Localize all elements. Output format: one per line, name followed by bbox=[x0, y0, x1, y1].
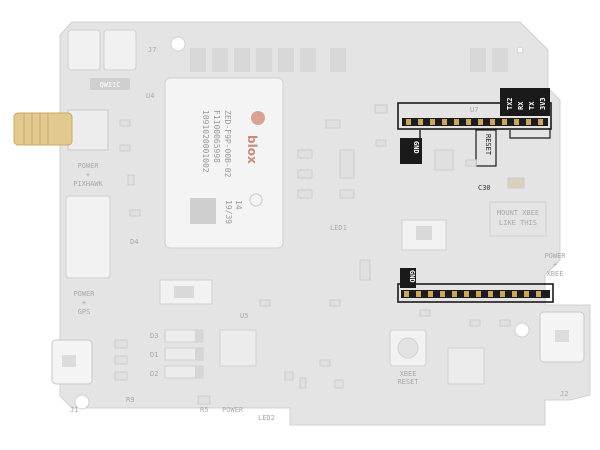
power-gps-label: POWER+GPS bbox=[73, 290, 95, 316]
datamatrix-code bbox=[190, 198, 216, 224]
label-u5: U5 bbox=[240, 312, 248, 320]
header-label-tx: TX bbox=[528, 101, 536, 110]
module-brand: blox bbox=[245, 135, 259, 164]
sma-connector bbox=[13, 112, 73, 146]
bottom-gnd-block bbox=[400, 268, 416, 288]
label-j7: J7 bbox=[148, 46, 156, 54]
reset-label: RESET bbox=[484, 134, 492, 156]
jst-connector bbox=[65, 195, 111, 279]
label-d1: D1 bbox=[150, 351, 158, 359]
mount-hole-tr bbox=[516, 46, 524, 54]
label-j1: J1 bbox=[70, 406, 78, 414]
module-lot: 1091020001002 bbox=[201, 110, 210, 173]
top-header-label-block bbox=[500, 88, 550, 116]
reset-outline bbox=[475, 129, 497, 167]
top-gnd-label: GND bbox=[412, 141, 420, 154]
bottom-header-outline bbox=[397, 283, 554, 303]
label-led2: LED2 bbox=[258, 414, 275, 422]
mount-hole-br bbox=[514, 322, 530, 338]
power-pixhawk-label: POWER+PIXHAWK bbox=[73, 162, 103, 188]
label-r5: R5 bbox=[200, 406, 208, 414]
label-u4: U4 bbox=[146, 92, 154, 100]
header-label-3v3: 3V3 bbox=[539, 97, 547, 110]
bottom-header: GND bbox=[397, 268, 554, 303]
mount-hole-bl bbox=[74, 394, 90, 410]
bottom-gnd-label: GND bbox=[408, 270, 416, 283]
module-code: 14 bbox=[234, 200, 243, 210]
top-header: 3V3 TX RX TX2 GND RESET bbox=[397, 88, 552, 167]
label-d4: D4 bbox=[130, 238, 138, 246]
module-code-2: 19/39 bbox=[224, 200, 233, 224]
top-header-outline bbox=[397, 102, 552, 130]
module-serial: F1100065998 bbox=[212, 110, 221, 163]
qwiic-label-box bbox=[90, 78, 130, 90]
sma-connector-base bbox=[67, 109, 109, 151]
header-label-tx2: TX2 bbox=[506, 97, 514, 110]
label-led1: LED1 bbox=[330, 224, 347, 232]
header-label-rx: RX bbox=[517, 101, 525, 110]
qwiic-label: QWIIC bbox=[99, 81, 120, 89]
label-d3: D3 bbox=[150, 332, 158, 340]
label-c30: C30 bbox=[478, 184, 491, 192]
qwiic-connector-2 bbox=[103, 29, 137, 71]
label-power-led: POWER bbox=[222, 406, 244, 414]
label-u7: U7 bbox=[470, 106, 478, 114]
module-model: ZED-F9P-00B-02 bbox=[223, 110, 232, 178]
chip-u6 bbox=[447, 347, 485, 385]
top-gnd-block bbox=[400, 138, 422, 164]
chip-u5 bbox=[219, 329, 257, 367]
label-j2: J2 bbox=[560, 390, 568, 398]
qwiic-connector-1 bbox=[67, 29, 101, 71]
small-components bbox=[114, 104, 525, 405]
ublox-logo-icon bbox=[251, 111, 265, 125]
label-r9: R9 bbox=[126, 396, 134, 404]
mount-xbee-box bbox=[489, 201, 547, 237]
power-xbee-label: POWER+XBEE bbox=[544, 252, 566, 278]
label-d2: D2 bbox=[150, 370, 158, 378]
top-silk-labels bbox=[190, 48, 508, 72]
mount-hole-tl bbox=[170, 36, 186, 52]
